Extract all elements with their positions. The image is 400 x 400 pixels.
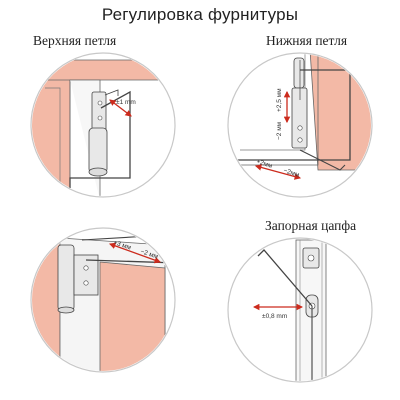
bottom-adj-down: −2 мм [276, 121, 283, 140]
bottom-hinge-body [291, 87, 308, 149]
top-hex-key [69, 90, 131, 188]
bottom-hinge-diagram: +2,5 мм −2 мм +2мм −2мм [227, 52, 373, 198]
side-hinge-plate [73, 254, 99, 296]
bottom-hinge-label: Нижняя петля [266, 33, 348, 48]
bottom-adj-left: +2мм [255, 158, 273, 170]
page-title: Регулировка фурнитуры [101, 5, 299, 24]
side-hinge-barrel [57, 244, 75, 311]
side-adjust-arrow [108, 242, 162, 264]
locking-pin-diagram: ±0,8 mm [227, 237, 373, 383]
bottom-adj-right: −2мм [282, 167, 300, 179]
top-hinge-diagram: ±1 mm [30, 52, 176, 198]
top-hinge-label: Верхняя петля [33, 33, 117, 48]
bottom-frame [309, 54, 371, 171]
locking-pin-adj: ±0,8 mm [262, 313, 287, 320]
side-sash [99, 261, 166, 371]
bottom-horizontal-arrow [254, 164, 302, 180]
top-hinge-barrel [88, 127, 108, 174]
bottom-adj-up: +2,5 мм [276, 88, 283, 112]
top-adjust-arrow [109, 99, 132, 117]
bottom-hinge-pin [293, 57, 305, 89]
locking-pin-label: Запорная цапфа [265, 218, 357, 233]
top-hinge-adj: ±1 mm [116, 99, 136, 106]
top-hinge-body [91, 91, 107, 133]
locking-hex-key [257, 249, 313, 307]
side-hinge-diagram: +3 мм −2 мм [30, 227, 176, 373]
